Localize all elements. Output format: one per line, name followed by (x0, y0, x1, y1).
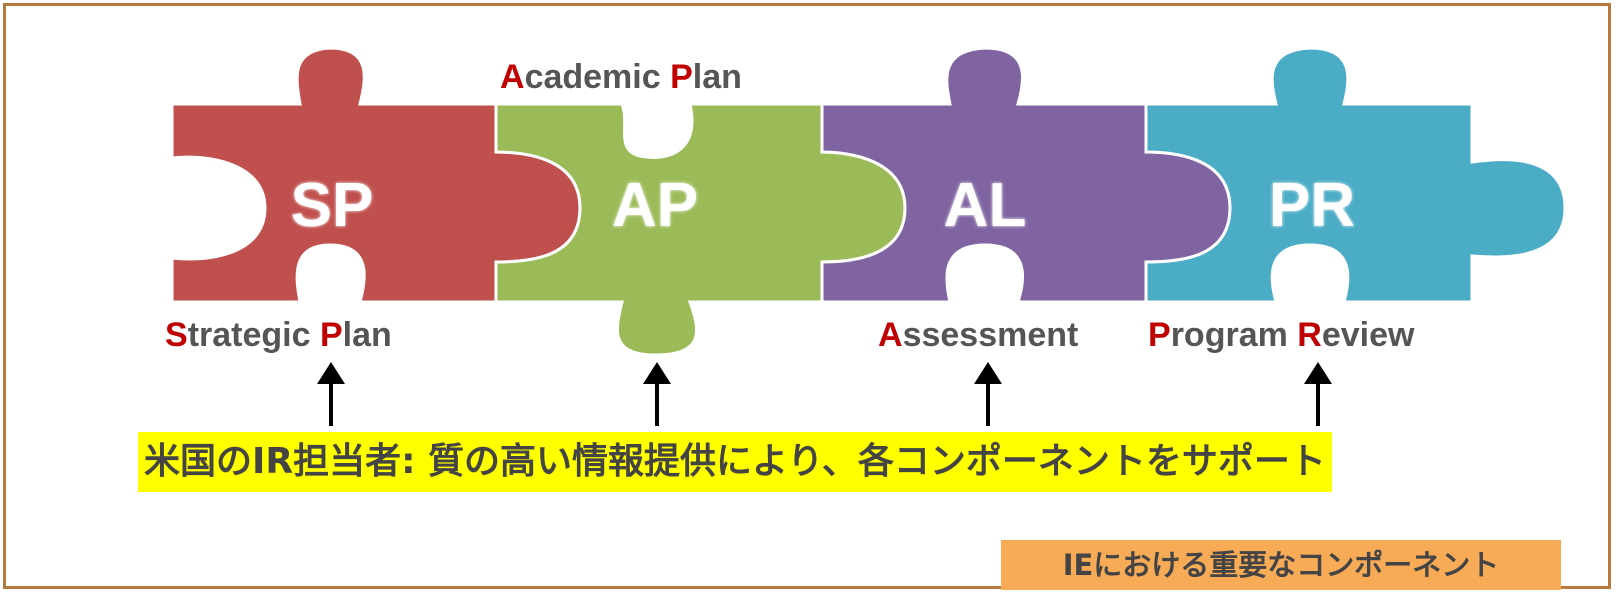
puzzle-piece-sp (170, 46, 582, 304)
piece-label-ap: AP (612, 171, 698, 240)
puzzle-piece-al (820, 46, 1232, 304)
outer-frame (3, 3, 1611, 589)
piece-label-pr: PR (1269, 171, 1355, 240)
arrow-shaft (1316, 382, 1320, 426)
arrow-shaft (329, 382, 333, 426)
piece-label-al: AL (944, 171, 1027, 240)
puzzle-piece-ap (494, 102, 907, 357)
caption-academic-plan: Academic Plan (500, 58, 742, 96)
arrow-up-icon (1304, 362, 1332, 384)
arrow-up-icon (974, 362, 1002, 384)
support-banner: 米国のIR担当者: 質の高い情報提供により、各コンポーネントをサポート (138, 432, 1332, 492)
caption-program-review: Program Review (1148, 316, 1415, 354)
puzzle-piece-pr (1144, 46, 1567, 304)
caption-assessment: Assessment (878, 316, 1079, 354)
arrow-up-icon (643, 362, 671, 384)
arrow-up-icon (317, 362, 345, 384)
ie-components-badge: IEにおける重要なコンポーネント (1001, 540, 1561, 590)
arrow-shaft (655, 382, 659, 426)
caption-strategic-plan: Strategic Plan (165, 316, 392, 354)
piece-label-sp: SP (291, 171, 374, 240)
arrow-shaft (986, 382, 990, 426)
